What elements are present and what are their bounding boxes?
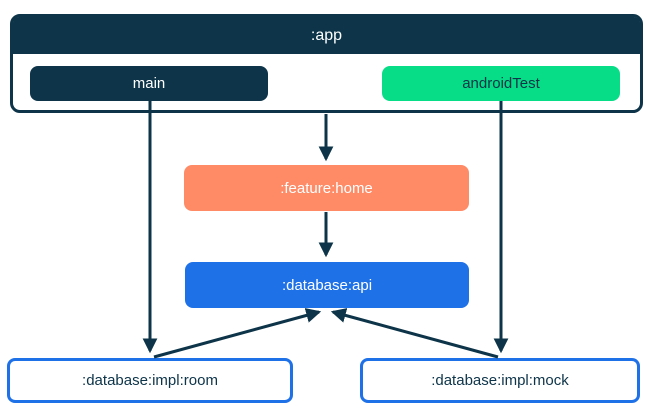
arrow-impl-room-to-database-api [153, 308, 322, 359]
module-database-impl-room: :database:impl:room [7, 358, 293, 403]
module-database-api: :database:api [185, 262, 469, 308]
arrow-impl-mock-to-database-api [330, 308, 499, 359]
sourceset-androidtest: androidTest [382, 66, 620, 101]
module-feature-home: :feature:home [184, 165, 469, 211]
module-app-container: :app main androidTest [10, 14, 643, 113]
module-app-header: :app [13, 17, 640, 54]
module-database-impl-mock: :database:impl:mock [360, 358, 640, 403]
sourceset-main: main [30, 66, 268, 101]
